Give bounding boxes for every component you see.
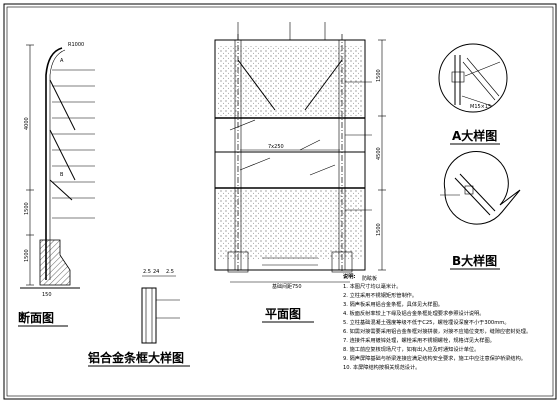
note-line-9: 9. 隔声屏障基础与桥梁连接应满足结构安全要求，施工中应注意保护桥梁结构。 xyxy=(343,354,526,362)
detail-b: B大样图 xyxy=(440,150,521,270)
section-dim-4: 150 xyxy=(42,292,52,298)
frame-dim-2: 24 xyxy=(153,269,159,275)
frame-detail-title: 铝合金条框大样图 xyxy=(88,350,184,365)
frame-dim-1: 2.5 xyxy=(143,269,151,275)
detail-a-dim: M15×15 xyxy=(470,104,491,110)
plan-view: 7x250 1500 4500 1500 基础间距750 防眩板 平面图 xyxy=(214,22,386,323)
section-dim-2: 1500 xyxy=(24,202,30,215)
note-line-3: 3. 隔声板采用铝合金条框，具体见大样图。 xyxy=(343,300,443,308)
note-line-4: 4. 板面反射率较上下缘及铝合金条框处理要求参照设计说明。 xyxy=(343,309,484,317)
notes-block: 说明: 1. 本图尺寸均以毫米计。 2. 立柱采用不锈钢矩形管制作。 3. 隔声… xyxy=(343,272,531,371)
frame-detail: 2.5 24 2.5 铝合金条框大样图 xyxy=(88,269,190,367)
plan-label: 防眩板 xyxy=(362,275,377,282)
plan-dim-1: 1500 xyxy=(376,69,382,82)
note-line-5: 5. 立柱基础混凝土强度等级不低于C25，螺栓埋设深度不小于300mm。 xyxy=(343,318,510,326)
section-view: 4000 1500 1500 R1000 A B 150 断面图 xyxy=(18,42,95,327)
plan-title: 平面图 xyxy=(265,307,301,321)
detail-a-title: A大样图 xyxy=(452,128,497,143)
note-line-1: 1. 本图尺寸均以毫米计。 xyxy=(343,282,401,290)
notes-heading: 说明: xyxy=(343,272,355,280)
b-marker: B xyxy=(60,172,64,178)
section-title: 断面图 xyxy=(18,310,54,325)
sheet-border xyxy=(3,3,557,400)
radius-label: R1000 xyxy=(68,42,84,48)
detail-a: M15×15 A大样图 xyxy=(438,43,508,145)
plan-bottom-dim: 基础间距750 xyxy=(272,283,302,290)
frame-dim-3: 2.5 xyxy=(166,269,174,275)
detail-b-title: B大样图 xyxy=(452,253,497,268)
note-line-2: 2. 立柱采用不锈钢矩形管制作。 xyxy=(343,291,417,299)
plan-dim-2: 4500 xyxy=(376,147,382,160)
plan-dim-3: 1500 xyxy=(376,223,382,236)
note-line-6: 6. 如需对接需要采用铝合金条框对接拼装，对接不应错位变形，缝隙应密封处理。 xyxy=(343,327,531,335)
note-line-10: 10. 本屏障结构按相关规范设计。 xyxy=(343,363,420,371)
a-marker: A xyxy=(60,58,64,64)
section-dim-1: 4000 xyxy=(24,117,30,130)
plan-center-dim: 7x250 xyxy=(268,144,284,150)
sheet-inner-border xyxy=(6,6,554,397)
section-dim-3: 1500 xyxy=(24,249,30,262)
note-line-8: 8. 施工前应复核现场尺寸，如有出入应及时通知设计单位。 xyxy=(343,345,479,353)
note-line-7: 7. 连接件采用镀锌处理，螺栓采用不锈钢螺栓，规格详见大样图。 xyxy=(343,336,495,344)
